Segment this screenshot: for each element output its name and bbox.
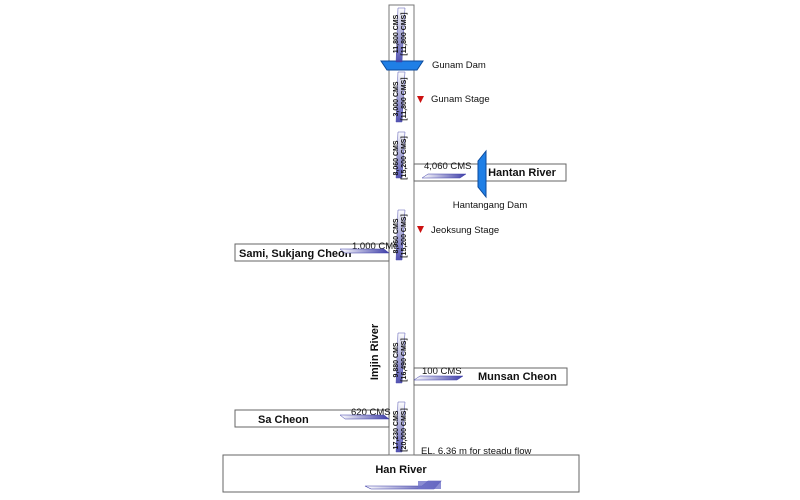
- hantan-river-label: Hantan River: [488, 167, 557, 179]
- jeoksung-stage-marker-icon: [417, 226, 424, 233]
- gunam-dam-label: Gunam Dam: [432, 60, 486, 71]
- reach-flow-3-b: [15,200 CMS]: [401, 136, 408, 180]
- reach-flow-3: 8,060 CMS [15,200 CMS]: [393, 131, 408, 180]
- sa-cheon-box: [234, 409, 390, 428]
- reach-flow-5: 9,880 CMS [16,490 CMS]: [393, 332, 408, 384]
- hantangang-dam-label: Hantangang Dam: [453, 200, 528, 211]
- sami-inflow-arrow: [339, 248, 390, 254]
- reach-flow-6: 17,230 CMS [20,000 CMS]: [393, 401, 408, 453]
- reach-flow-5-b: [16,490 CMS]: [401, 338, 408, 382]
- reach-flow-1-b: [11,800 CMS]: [401, 12, 408, 55]
- sa-inflow-arrow: [339, 414, 390, 420]
- han-river-flow-arrow: [364, 480, 442, 490]
- boundary-condition-note: EL. 6.36 m for steadu flow: [421, 446, 532, 457]
- reach-flow-1: 11,800 CMS [11,800 CMS]: [393, 7, 408, 63]
- reach-flow-2: 3,000 CMS [11,800 CMS]: [393, 71, 408, 123]
- reach-flow-1-a: 11,800 CMS: [393, 14, 400, 53]
- han-river-label: Han River: [375, 464, 427, 476]
- gunam-stage-label: Gunam Stage: [431, 94, 490, 105]
- sa-cheon-label: Sa Cheon: [258, 414, 309, 426]
- sami-sukjang-label: Sami, Sukjang Cheon: [239, 248, 352, 260]
- sami-inflow-label: 1,000 CMS: [352, 241, 400, 252]
- reach-flow-5-a: 9,880 CMS: [393, 342, 400, 377]
- gunam-dam-icon: [380, 60, 424, 71]
- gunam-stage-marker-icon: [417, 96, 424, 103]
- hantangang-dam-icon: [477, 149, 487, 199]
- reach-flow-4-a: 8,060 CMS: [393, 218, 400, 253]
- reach-flow-6-a: 17,230 CMS: [393, 410, 400, 449]
- munsan-cheon-label: Munsan Cheon: [478, 371, 557, 383]
- munsan-inflow-arrow: [413, 375, 464, 381]
- munsan-inflow-label: 100 CMS: [422, 366, 462, 377]
- reach-flow-2-a: 3,000 CMS: [393, 81, 400, 116]
- reach-flow-6-b: [20,000 CMS]: [401, 408, 408, 452]
- hantan-inflow-arrow: [421, 173, 467, 179]
- sami-sukjang-box: [234, 243, 390, 262]
- reach-flow-4: 8,060 CMS [15,200 CMS]: [393, 209, 408, 261]
- reach-flow-4-b: [15,200 CMS]: [401, 214, 408, 258]
- reach-flow-2-b: [11,800 CMS]: [401, 77, 408, 120]
- reach-flow-3-a: 8,060 CMS: [393, 140, 400, 175]
- sa-inflow-label: 620 CMS: [351, 407, 391, 418]
- hantan-inflow-label: 4,060 CMS: [424, 161, 472, 172]
- jeoksung-stage-label: Jeoksung Stage: [431, 225, 499, 236]
- munsan-cheon-box: [413, 367, 568, 386]
- imjin-river-label: Imjin River: [369, 323, 381, 380]
